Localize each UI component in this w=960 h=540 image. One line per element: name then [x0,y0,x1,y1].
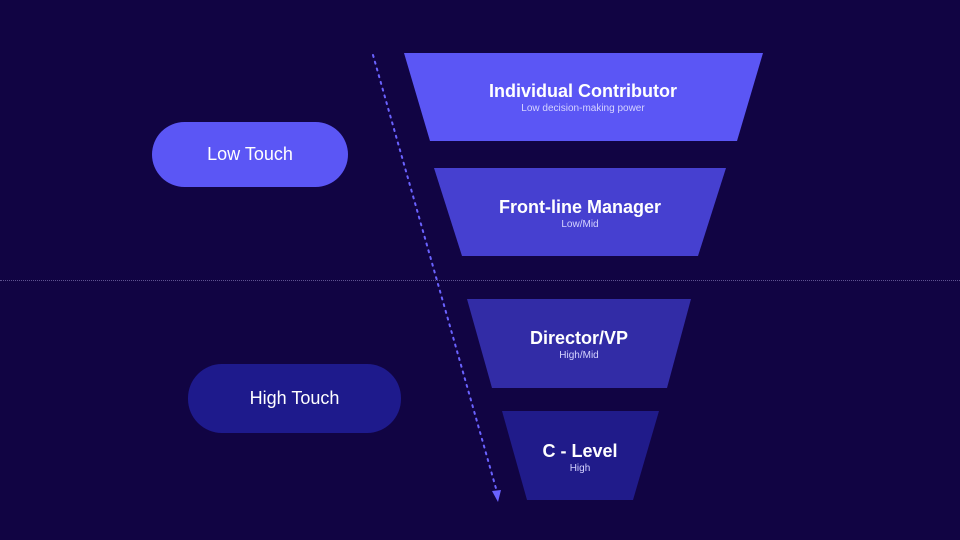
funnel-stage-front-line-manager: Front-line Manager Low/Mid [434,168,726,256]
dotted-down-arrow-icon [372,54,501,502]
high-touch-label: High Touch [249,388,340,408]
stage-subtitle: Low/Mid [561,219,598,230]
stage-subtitle: Low decision-making power [521,103,645,114]
funnel-stage-c-level: C - Level High [502,411,659,500]
stage-subtitle: High [570,463,591,474]
stage-title: Director/VP [530,328,628,348]
stage-title: Individual Contributor [489,81,677,101]
low-touch-label: Low Touch [207,144,293,164]
stage-shape [404,53,763,141]
stage-title: Front-line Manager [499,197,661,217]
stage-shape [434,168,726,256]
low-touch-pill: Low Touch [152,122,348,187]
stage-shape [502,411,659,500]
stage-subtitle: High/Mid [559,350,598,361]
stage-title: C - Level [542,441,617,461]
funnel-stage-director-vp: Director/VP High/Mid [467,299,691,388]
stage-shape [467,299,691,388]
funnel-stage-individual-contributor: Individual Contributor Low decision-maki… [404,53,763,141]
high-touch-pill: High Touch [188,364,401,433]
segment-divider [0,280,960,281]
